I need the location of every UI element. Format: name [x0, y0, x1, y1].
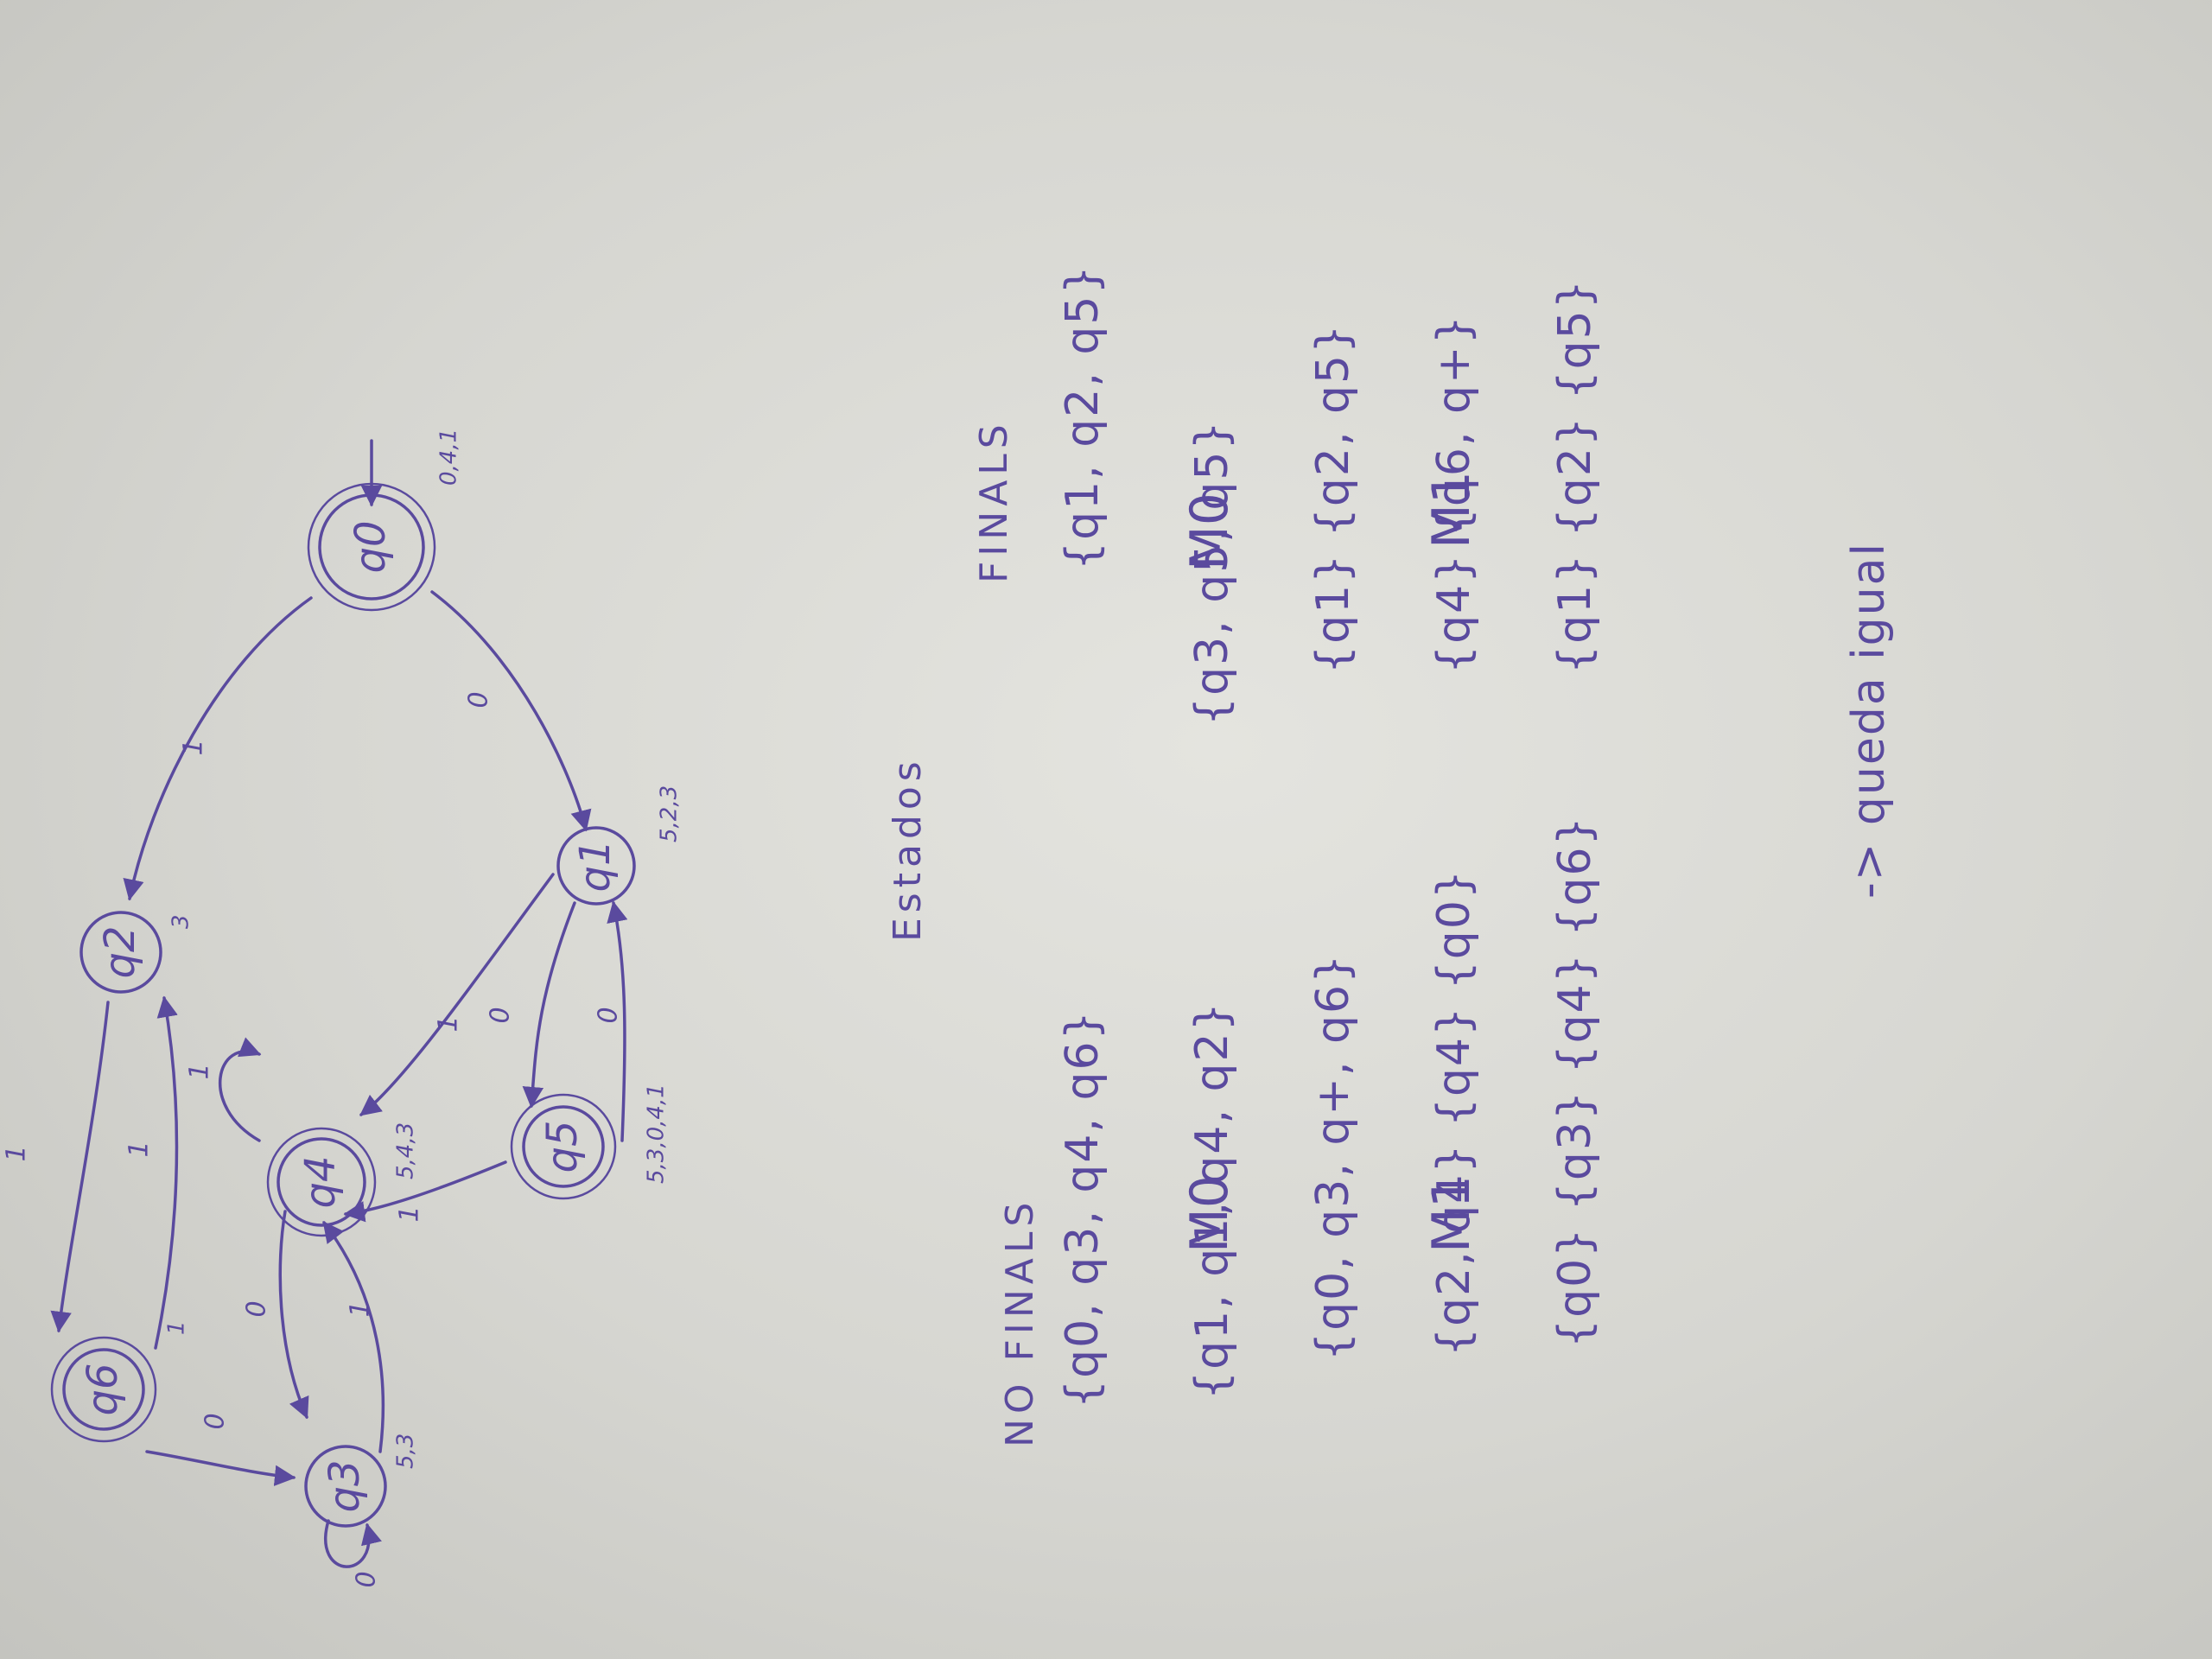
edge-label-q1-q5: 0 — [486, 1007, 516, 1023]
state-q0: q0 0,4,1 — [307, 429, 462, 612]
svg-text:q1: q1 — [571, 839, 620, 892]
nofinals-row-2: {q0, q3, q+, q6} — [1307, 953, 1359, 1361]
finals-row-2: {q1} {q2, q5} — [1307, 323, 1359, 674]
svg-text:0,4,1: 0,4,1 — [436, 429, 462, 486]
state-q1: q1 5,2,3 — [556, 785, 683, 906]
state-q4: q4 5,4,3 — [266, 1122, 419, 1237]
nofinals-heading: NO FINALS — [998, 1198, 1042, 1447]
svg-text:3: 3 — [168, 914, 194, 929]
svg-text:5,3: 5,3 — [393, 1433, 419, 1469]
edge-label-q6-q3: 0 — [200, 1413, 231, 1429]
nofinals-prefix-3: M1 — [1421, 1175, 1482, 1253]
finals-prefix-3: M1 — [1421, 471, 1482, 549]
edge-q3-q4 — [322, 1221, 385, 1453]
finals-row-4: {q1} {q2} {q5} — [1549, 278, 1601, 674]
svg-text:5,3,0,4,1: 5,3,0,4,1 — [644, 1084, 670, 1184]
edge-q1-q4 — [359, 873, 555, 1116]
edge-q0-q1 — [430, 590, 592, 832]
edge-label-q3-q4: 1 — [346, 1300, 376, 1317]
edge-q3-self — [324, 1519, 382, 1568]
edge-label-q0-q2: 1 — [179, 739, 209, 755]
finals-row-1: {q3, q5, q5} — [1186, 419, 1238, 726]
nofinals-row-4: {q0} {q3} {q4} {q6} — [1549, 815, 1601, 1348]
edge-label-q4-q3: 0 — [242, 1300, 272, 1317]
nofinals-prefix-1: M0 — [1179, 1175, 1240, 1253]
finals-prefix-1: M0 — [1179, 493, 1240, 570]
svg-text:5,2,3: 5,2,3 — [657, 785, 683, 842]
edge-q2-q6 — [50, 1001, 110, 1333]
state-q2: q2 3 — [79, 911, 194, 994]
finals-heading: FINALS — [972, 419, 1016, 583]
svg-text:q2: q2 — [96, 925, 144, 978]
state-q3: q3 5,3 — [304, 1433, 419, 1528]
edge-label-q1-q4: 1 — [434, 1015, 464, 1032]
finals-row-3: {q4} {q6, q+} — [1428, 314, 1480, 674]
nofinals-row-3: {q2, q4} {q4} {q0} — [1428, 868, 1480, 1357]
svg-text:q6: q6 — [79, 1363, 127, 1415]
svg-text:q0: q0 — [346, 520, 395, 573]
svg-text:q5: q5 — [538, 1120, 587, 1173]
edge-q5-q4 — [343, 1160, 507, 1223]
svg-text:1: 1 — [164, 1320, 190, 1335]
edge-q5-q1 — [607, 900, 628, 1142]
svg-text:q3: q3 — [321, 1459, 369, 1512]
edge-q6-q2 — [154, 995, 179, 1350]
state-q5: q5 5,3,0,4,1 — [510, 1084, 670, 1200]
nofinals-row-0: {q0, q3, q4, q6} — [1057, 1009, 1109, 1408]
edge-q6-q3 — [145, 1450, 296, 1486]
nofinals-row-1: {q1, q1, q4, q2} — [1186, 1001, 1238, 1400]
edge-label-q2-q6: 1 — [2, 1145, 32, 1161]
state-q6: q6 1 — [50, 1320, 190, 1443]
edge-label-q5-q4: 1 — [395, 1205, 425, 1222]
edge-label-q3-self: 0 — [352, 1571, 382, 1587]
edge-q4-self — [218, 1037, 262, 1142]
conclusion-text: -> queda igual — [1843, 542, 1895, 899]
notes-title: Estados — [886, 756, 930, 942]
svg-text:q4: q4 — [296, 1155, 345, 1208]
edge-label-q0-q1: 0 — [464, 691, 494, 708]
edge-label-q6-q2: 1 — [124, 1141, 155, 1157]
finals-row-0: {q1, q2, q5} — [1057, 264, 1109, 570]
edge-q0-q2 — [123, 596, 313, 901]
svg-text:5,4,3: 5,4,3 — [393, 1122, 419, 1179]
edge-q4-q3 — [278, 1210, 309, 1420]
edge-q1-q5 — [522, 901, 576, 1109]
edge-label-q5-q1: 0 — [594, 1007, 624, 1023]
edge-label-q4-self: 1 — [185, 1063, 215, 1079]
